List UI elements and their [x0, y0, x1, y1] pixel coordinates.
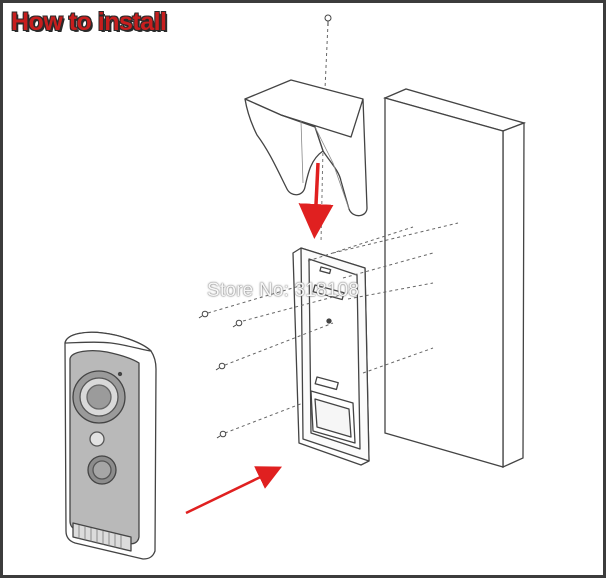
store-watermark: Store No: 318108: [207, 280, 360, 301]
wall-block: [383, 88, 527, 469]
screw-icon-3: [215, 362, 226, 371]
mounting-bracket: [292, 247, 370, 466]
installation-diagram: [64, 14, 527, 560]
rain-cover: [244, 79, 368, 217]
screw-icon-2: [232, 319, 243, 328]
screw-guide-lines: [207, 222, 459, 434]
screw-guide-line-top: [324, 22, 329, 90]
page-title: How to install: [11, 8, 167, 36]
screw-icon-4: [216, 430, 227, 439]
down-arrow: [298, 162, 334, 239]
screw-icon-1: [198, 310, 209, 319]
mount-arrow: [185, 466, 283, 515]
doorbell-device: [64, 331, 157, 560]
top-screw-icon: [324, 14, 332, 26]
